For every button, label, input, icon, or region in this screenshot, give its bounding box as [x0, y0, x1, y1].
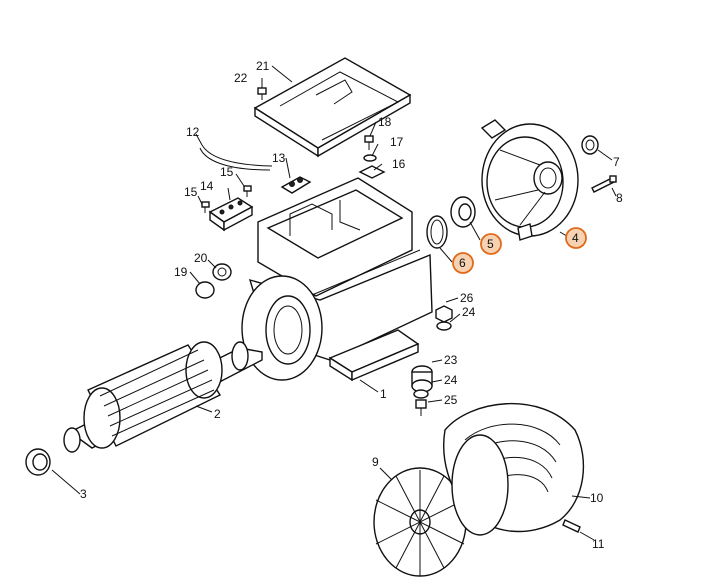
bearing-right[interactable] — [450, 196, 476, 228]
terminal-bridge[interactable] — [280, 176, 312, 194]
terminal-block[interactable] — [208, 197, 254, 232]
fan-cover[interactable] — [443, 402, 585, 536]
callout-4[interactable]: 4 — [572, 231, 579, 245]
rubber-foot[interactable] — [411, 365, 433, 393]
callout-9[interactable]: 9 — [372, 455, 379, 469]
cover-screw[interactable] — [257, 87, 267, 100]
callout-17[interactable]: 17 — [390, 135, 404, 149]
tie-bolt[interactable] — [591, 175, 617, 193]
highlight-ring-5 — [480, 233, 502, 255]
callout-2[interactable]: 2 — [214, 407, 221, 421]
callout-24b[interactable]: 24 — [444, 373, 458, 387]
callout-13[interactable]: 13 — [272, 151, 286, 165]
callout-18[interactable]: 18 — [378, 115, 392, 129]
callout-15a[interactable]: 15 — [220, 165, 234, 179]
cable-gland[interactable] — [195, 263, 232, 299]
callout-21[interactable]: 21 — [256, 59, 270, 73]
callout-3[interactable]: 3 — [80, 487, 87, 501]
callout-20[interactable]: 20 — [194, 251, 208, 265]
circlip[interactable] — [426, 215, 448, 249]
callout-22[interactable]: 22 — [234, 71, 248, 85]
leader-lines — [51, 65, 617, 541]
earth-terminal[interactable] — [358, 165, 386, 179]
callout-5[interactable]: 5 — [487, 237, 494, 251]
seal-ring[interactable] — [581, 135, 599, 155]
callout-1[interactable]: 1 — [380, 387, 387, 401]
callout-23[interactable]: 23 — [444, 353, 458, 367]
callout-7[interactable]: 7 — [613, 155, 620, 169]
callout-16[interactable]: 16 — [392, 157, 406, 171]
callout-14[interactable]: 14 — [200, 179, 214, 193]
callout-15b[interactable]: 15 — [184, 185, 198, 199]
motor-housing[interactable] — [241, 177, 433, 382]
rotor[interactable] — [63, 341, 263, 453]
callout-11[interactable]: 11 — [592, 537, 605, 551]
callout-24a[interactable]: 24 — [462, 305, 476, 319]
callout-25[interactable]: 25 — [444, 393, 458, 407]
highlight-ring-6 — [452, 252, 474, 274]
callout-19[interactable]: 19 — [174, 265, 188, 279]
callout-6[interactable]: 6 — [459, 256, 466, 270]
callout-26[interactable]: 26 — [460, 291, 474, 305]
foot-screw[interactable] — [415, 399, 427, 416]
small-screw[interactable] — [201, 135, 374, 213]
cable[interactable] — [199, 144, 273, 171]
callout-10[interactable]: 10 — [590, 491, 604, 505]
bearing-left[interactable] — [25, 448, 51, 476]
callout-8[interactable]: 8 — [616, 191, 623, 205]
washer[interactable] — [363, 154, 377, 162]
highlight-ring-4 — [565, 227, 587, 249]
fan-cover-screw[interactable] — [562, 519, 581, 533]
callout-12[interactable]: 12 — [186, 125, 200, 139]
terminal-box-cover[interactable] — [253, 57, 412, 158]
end-shield[interactable] — [480, 119, 579, 241]
nut[interactable] — [413, 305, 453, 399]
